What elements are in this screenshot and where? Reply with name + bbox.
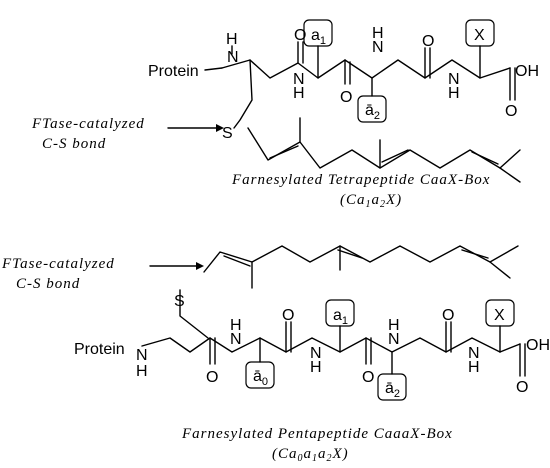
- tetrapeptide-structure: Protein H N O N H N H O O N H O OH S a1 …: [31, 19, 539, 210]
- svg-text:X: X: [494, 307, 505, 324]
- svg-text:H: H: [310, 359, 322, 376]
- svg-text:N: N: [227, 49, 239, 66]
- svg-text:a1: a1: [333, 307, 348, 327]
- bottom-a2-box: [377, 373, 407, 401]
- top-caption-2: (Ca1a2X): [340, 192, 402, 210]
- svg-text:N: N: [310, 345, 322, 362]
- svg-text:O: O: [442, 307, 454, 324]
- top-protein-label: Protein: [148, 63, 199, 80]
- svg-text:O: O: [340, 89, 352, 106]
- bottom-a1-box: [325, 299, 355, 327]
- svg-text:H: H: [293, 85, 305, 102]
- bottom-bond-label-2: C-S bond: [16, 276, 80, 292]
- top-bond-label-2: C-S bond: [42, 136, 106, 152]
- bottom-x-box: [485, 299, 515, 327]
- svg-text:N: N: [372, 39, 384, 56]
- top-a2-box: [357, 95, 387, 123]
- top-bond-label-1: FTase-catalyzed: [31, 116, 145, 132]
- svg-text:ā2: ā2: [385, 380, 400, 400]
- svg-text:O: O: [516, 379, 528, 396]
- svg-text:ā0: ā0: [253, 368, 268, 388]
- svg-text:N: N: [388, 331, 400, 348]
- svg-text:a1: a1: [311, 27, 326, 47]
- svg-text:O: O: [282, 307, 294, 324]
- bottom-a0-box: [245, 361, 275, 389]
- top-a1-box: [303, 19, 333, 47]
- svg-text:N: N: [468, 345, 480, 362]
- svg-text:N: N: [448, 71, 460, 88]
- top-farnesyl: [247, 127, 521, 169]
- top-o1: O: [294, 27, 306, 44]
- svg-text:N: N: [293, 71, 305, 88]
- top-x-box: [465, 19, 495, 47]
- bottom-protein-label: Protein: [74, 341, 125, 358]
- bottom-farnesyl: [203, 245, 519, 273]
- bottom-caption-1: Farnesylated Pentapeptide CaaaX-Box: [181, 426, 453, 442]
- svg-text:H: H: [468, 359, 480, 376]
- top-backbone: [221, 59, 511, 79]
- svg-text:O: O: [206, 369, 218, 386]
- svg-text:H: H: [448, 85, 460, 102]
- top-oh: OH: [515, 63, 539, 80]
- svg-text:O: O: [422, 33, 434, 50]
- top-nh-label: H: [226, 31, 238, 48]
- bottom-s: S: [174, 293, 185, 310]
- svg-text:O: O: [505, 103, 517, 120]
- svg-text:H: H: [372, 25, 384, 42]
- svg-text:N: N: [136, 347, 148, 364]
- bottom-oh: OH: [526, 337, 550, 354]
- svg-text:N: N: [230, 331, 242, 348]
- svg-text:H: H: [388, 317, 400, 334]
- svg-text:O: O: [362, 369, 374, 386]
- top-s: S: [222, 125, 233, 142]
- bottom-caption-2: (Ca0a1a2X): [272, 446, 349, 464]
- bottom-backbone: [141, 337, 501, 353]
- top-caption-1: Farnesylated Tetrapeptide CaaX-Box: [231, 172, 490, 188]
- svg-text:X: X: [474, 27, 485, 44]
- svg-text:H: H: [136, 363, 148, 380]
- pentapeptide-structure: S Protein N H O N H O N H O N H O N H O …: [1, 245, 550, 464]
- svg-text:H: H: [230, 317, 242, 334]
- svg-text:ā2: ā2: [365, 102, 380, 122]
- bottom-bond-label-1: FTase-catalyzed: [1, 256, 115, 272]
